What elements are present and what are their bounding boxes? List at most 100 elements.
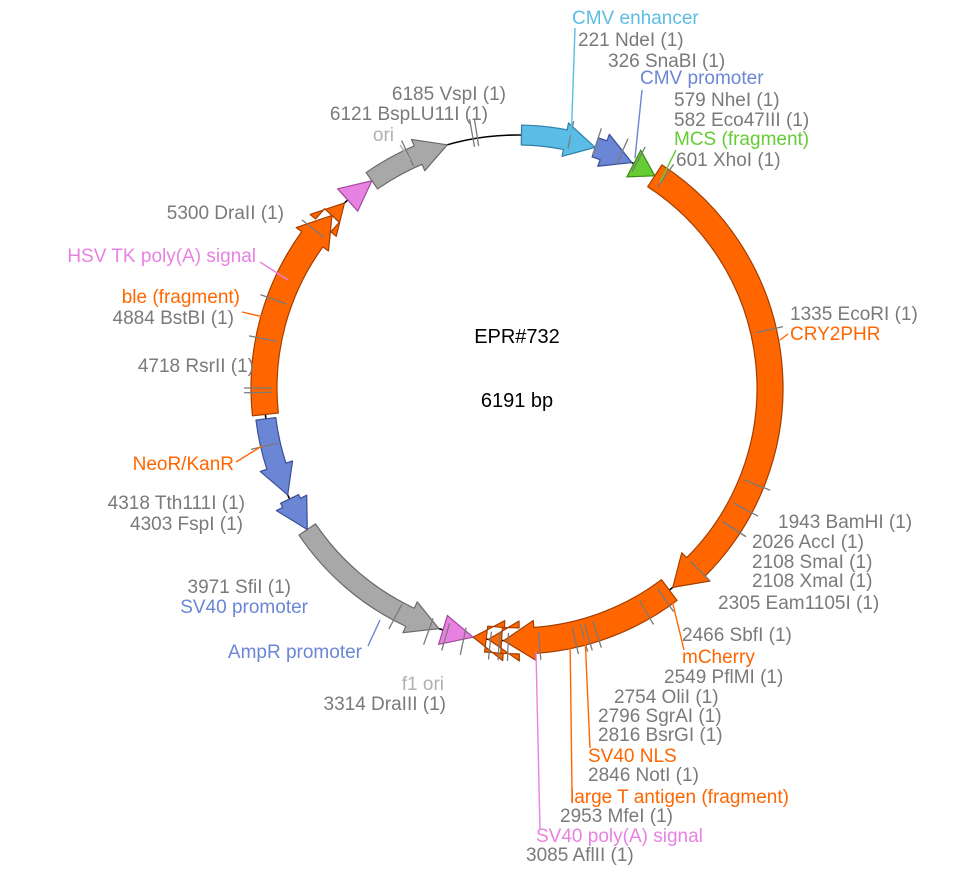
leader-lines (235, 27, 789, 831)
feature-sv40-nls (487, 620, 520, 662)
site-tick (755, 325, 784, 334)
site-label-2026-acci-1: 2026 AccI (1) (752, 532, 864, 553)
feature-label-mcs-fragment: MCS (fragment) (674, 129, 809, 150)
feature-label-f1-ori: f1 ori (402, 674, 444, 695)
plasmid-size: 6191 bp (481, 390, 553, 412)
site-tick (497, 632, 501, 661)
feature-label-sv40-promoter: SV40 promoter (180, 597, 308, 618)
site-tick (441, 623, 451, 651)
site-tick (250, 442, 279, 451)
site-tick (631, 146, 646, 172)
feature-sv40-poly-a-signal (437, 614, 475, 646)
feature-label-sv40-nls: SV40 NLS (588, 746, 677, 767)
site-label-2108-smai-1: 2108 SmaI (1) (752, 552, 872, 573)
leader-ble-fragment (241, 311, 269, 319)
site-tick (571, 626, 580, 655)
leader-sv40-nls (584, 635, 591, 749)
site-label-4884-bstbi-1: 4884 BstBI (1) (113, 308, 234, 329)
site-tick (487, 631, 493, 660)
leader-cmv-enhancer (570, 27, 576, 147)
site-label-4718-rsrii-1: 4718 RsrII (1) (138, 356, 254, 377)
feature-label-mcherry: mCherry (682, 647, 755, 668)
feature-f1-ori (298, 523, 440, 634)
site-ticks (244, 118, 784, 661)
site-label-601-xhoi-1: 601 XhoI (1) (676, 150, 781, 171)
site-tick (301, 219, 325, 238)
site-label-579-nhei-1: 579 NheI (1) (674, 90, 780, 111)
site-label-2816-bsrgi-1: 2816 BsrGI (1) (598, 725, 723, 746)
site-tick (592, 128, 602, 156)
feature-mcs-fragment (625, 149, 656, 178)
site-tick (656, 163, 675, 188)
site-label-2549-pflmi-1: 2549 PflMI (1) (664, 667, 783, 688)
site-label-4318-tth111i-1: 4318 Tth111I (1) (108, 493, 245, 514)
site-label-2796-sgrai-1: 2796 SgrAI (1) (598, 706, 722, 727)
site-label-5300-draii-1: 5300 DraII (1) (167, 203, 284, 224)
site-tick (616, 138, 629, 165)
site-tick (592, 620, 602, 648)
leader-cry2phr (779, 333, 789, 341)
feature-label-ble-fragment: ble (fragment) (122, 287, 240, 308)
site-tick (388, 604, 403, 630)
site-label-582-eco47iii-1: 582 Eco47III (1) (674, 110, 809, 131)
leader-mcs-fragment (659, 149, 677, 183)
site-label-2108-xmai-1: 2108 XmaI (1) (752, 571, 872, 592)
leader-neor-kanr (235, 445, 263, 463)
feature-label-cmv-enhancer: CMV enhancer (572, 8, 699, 29)
plasmid-name: EPR#732 (474, 326, 560, 348)
site-label-6121-bsplu11i-1: 6121 BspLU11I (1) (330, 104, 488, 125)
site-tick (248, 335, 277, 342)
site-tick (537, 632, 542, 661)
leader-cmv-promoter (634, 89, 643, 159)
site-tick (689, 560, 711, 582)
feature-ampr-promoter (275, 493, 308, 531)
site-tick (401, 140, 415, 167)
site-label-6185-vspi-1: 6185 VspI (1) (392, 84, 506, 105)
leader-hsv-tk-poly-a-signal (259, 261, 289, 281)
feature-label-ori: ori (373, 125, 394, 146)
site-tick (656, 588, 675, 613)
site-tick (743, 479, 771, 491)
leader-mcherry (671, 599, 685, 651)
feature-ori (365, 138, 448, 190)
site-tick (638, 599, 655, 625)
site-tick (459, 627, 467, 656)
site-label-4303-fspi-1: 4303 FspI (1) (130, 514, 243, 535)
feature-cmv-enhancer (520, 122, 596, 157)
feature-label-cmv-promoter: CMV promoter (640, 68, 764, 89)
site-label-1943-bamhi-1: 1943 BamHI (1) (778, 512, 912, 533)
feature-cmv-promoter (591, 133, 633, 167)
site-tick (722, 520, 747, 538)
site-label-3971-sfii-1: 3971 SfiI (1) (188, 577, 292, 598)
site-label-221-ndei-1: 221 NdeI (1) (578, 30, 684, 51)
site-label-3085-aflii-1: 3085 AflII (1) (526, 845, 634, 866)
feature-hsv-tk-poly-a-signal (336, 179, 373, 213)
site-tick (473, 118, 480, 147)
site-label-2953-mfei-1: 2953 MfeI (1) (560, 806, 673, 827)
site-label-2466-sbfi-1: 2466 SbfI (1) (682, 625, 792, 646)
leader-ori (399, 144, 411, 161)
feature-label-large-t-antigen-fragment: large T antigen (fragment) (570, 787, 789, 808)
feature-label-neor-kanr: NeoR/KanR (133, 454, 234, 475)
feature-cry2phr (647, 164, 784, 588)
leader-large-t-antigen-fragment (569, 635, 573, 791)
feature-mcherry (503, 579, 678, 661)
leader-ampr-promoter (367, 619, 381, 647)
feature-label-sv40-poly-a-signal: SV40 poly(A) signal (536, 826, 703, 847)
feature-label-ampr-promoter: AmpR promoter (228, 642, 363, 663)
site-tick (468, 119, 476, 147)
site-tick (260, 294, 287, 305)
site-tick (579, 624, 589, 652)
feature-label-hsv-tk-poly-a-signal: HSV TK poly(A) signal (67, 246, 256, 267)
feature-sv40-promoter (255, 417, 294, 496)
site-label-3314-draiii-1: 3314 DraIII (1) (324, 694, 447, 715)
site-label-2305-eam1105i-1: 2305 Eam1105I (1) (718, 593, 879, 614)
site-label-2846-noti-1: 2846 NotI (1) (588, 765, 699, 786)
leader-sv40-poly-a-signal (535, 651, 541, 831)
feature-ble-fragment (309, 202, 346, 237)
feature-label-cry2phr: CRY2PHR (790, 324, 880, 345)
site-tick (733, 502, 759, 517)
site-tick (506, 632, 510, 661)
